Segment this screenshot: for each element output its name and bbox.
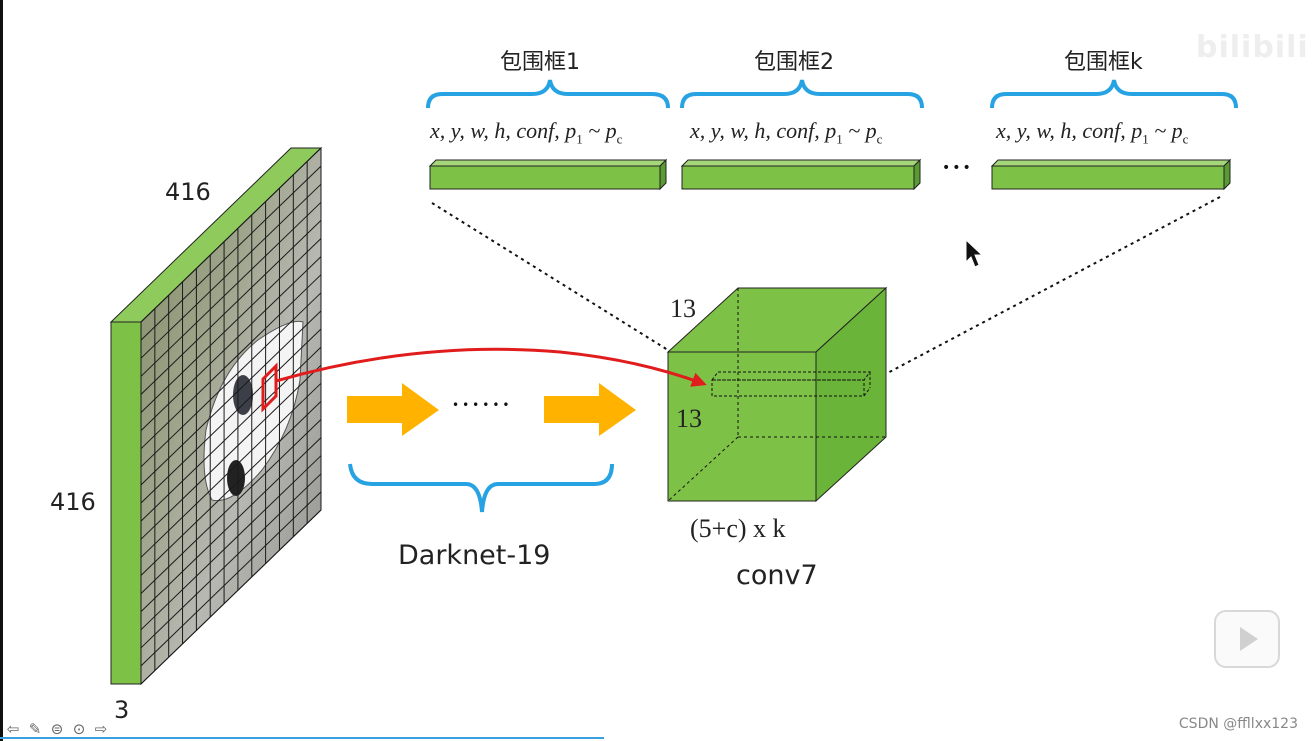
grid-line-h xyxy=(140,419,322,594)
grid-line-h xyxy=(140,238,322,413)
cube-inner-vector xyxy=(711,371,871,397)
grid-line-h xyxy=(140,310,322,486)
darknet-brace xyxy=(348,463,614,513)
slide-toolbar: ⇦ ✎ ⊜ ⊙ ⇨ xyxy=(4,718,110,740)
bbox-1-title: 包围框1 xyxy=(500,50,580,75)
grid-line-h xyxy=(140,509,322,685)
bbox-brace-k xyxy=(990,79,1238,109)
bbox-2-fields: x, y, w, h, conf, p1 ~ pc xyxy=(690,118,883,147)
watermark-top-right: bilibili xyxy=(1196,30,1309,65)
bbox-brace-2 xyxy=(680,79,924,109)
menu-icon[interactable]: ⊜ xyxy=(50,720,64,738)
mouse-cursor-icon xyxy=(965,238,984,268)
grid-line-h xyxy=(140,256,322,431)
projection-line-left xyxy=(431,202,701,371)
image-grid xyxy=(140,147,322,685)
arrow-orange-1 xyxy=(347,383,439,436)
output-layer-name: conv7 xyxy=(736,560,818,591)
input-width-label: 416 xyxy=(165,178,211,206)
bbox-k-fields: x, y, w, h, conf, p1 ~ pc xyxy=(996,118,1189,147)
highlight-cell xyxy=(261,362,278,413)
bbox-1-fields: x, y, w, h, conf, p1 ~ pc xyxy=(430,118,623,147)
grid-line-h xyxy=(140,220,322,395)
car-window xyxy=(233,375,253,415)
bbox-vector-2 xyxy=(680,158,922,191)
watermark-bottom-right: CSDN @ffllxx123 xyxy=(1178,716,1298,732)
network-ellipsis: •••••• xyxy=(452,398,513,412)
grid-line-h xyxy=(140,401,322,576)
pen-icon[interactable]: ✎ xyxy=(28,720,42,738)
back-arrow-icon[interactable]: ⇦ xyxy=(6,720,20,738)
output-cube xyxy=(666,286,888,503)
bbox-vector-k xyxy=(990,158,1232,191)
grid-line-h xyxy=(140,274,322,450)
grid-line-h xyxy=(140,473,322,649)
input-channels-label: 3 xyxy=(114,696,130,724)
grid-line-h xyxy=(140,437,322,612)
bbox-2-title: 包围框2 xyxy=(754,50,834,75)
car-shape xyxy=(203,320,304,502)
play-button[interactable] xyxy=(1214,610,1280,668)
play-icon xyxy=(1240,627,1258,651)
more-icon[interactable]: ⊙ xyxy=(72,720,86,738)
output-dim-top: 13 xyxy=(670,294,696,323)
grid-line-h xyxy=(140,165,322,341)
grid-line-h xyxy=(140,491,322,667)
grid-line-h xyxy=(140,183,322,359)
grid-line-h xyxy=(140,364,322,540)
grid-line-h xyxy=(140,455,322,631)
output-dim-side: 13 xyxy=(676,404,702,433)
bbox-brace-1 xyxy=(426,79,670,109)
grid-line-h xyxy=(140,292,322,468)
network-name: Darknet-19 xyxy=(398,540,551,571)
arrow-orange-2 xyxy=(544,383,636,436)
bbox-k-title: 包围框k xyxy=(1064,50,1143,75)
forward-arrow-icon[interactable]: ⇨ xyxy=(94,720,108,738)
output-depth-label: (5+c) x k xyxy=(690,514,786,543)
grid-line-h xyxy=(140,328,322,504)
grid-line-h xyxy=(140,147,322,323)
bbox-ellipsis: ••• xyxy=(942,160,973,176)
progress-line xyxy=(0,737,604,739)
red-mapping-arrow xyxy=(275,347,707,387)
window-left-border xyxy=(0,0,3,741)
grid-line-h xyxy=(140,382,322,558)
bbox-vector-1 xyxy=(428,158,668,191)
car-wheel xyxy=(227,460,245,496)
projection-line-right xyxy=(879,196,1221,378)
grid-line-h xyxy=(140,201,322,377)
input-feature-slab xyxy=(109,146,323,686)
input-height-label: 416 xyxy=(50,488,96,516)
